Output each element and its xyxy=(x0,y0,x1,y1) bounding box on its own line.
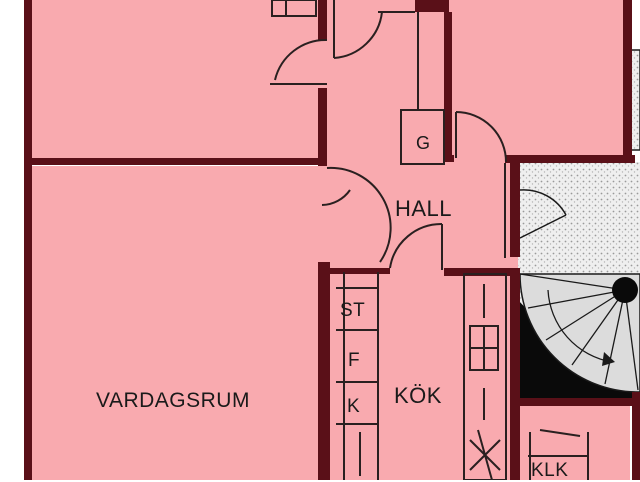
room-right-fill xyxy=(448,0,626,158)
fixture-label-freezer: K xyxy=(347,396,361,417)
counter xyxy=(463,273,507,480)
thin-lines xyxy=(271,0,589,480)
klk-fill xyxy=(520,404,630,480)
garderob-box xyxy=(400,109,445,165)
hall-fill xyxy=(322,0,448,275)
staircase xyxy=(518,49,640,398)
fixture-label-klk: KLK xyxy=(531,460,569,481)
stair-post xyxy=(612,277,638,303)
fixture-label-fridge: F xyxy=(348,350,361,371)
fixture-label-stove: ST xyxy=(340,300,366,321)
doors xyxy=(270,0,507,270)
room-label-hall: HALL xyxy=(395,196,453,221)
bedroom-fill xyxy=(31,0,327,160)
room-fills xyxy=(31,0,630,480)
walls xyxy=(24,0,640,480)
hall-right-fill xyxy=(448,158,518,275)
vardagsrum-fill xyxy=(31,166,322,480)
stair-arrow-icon xyxy=(602,352,615,366)
fixture-label-garderob: G xyxy=(416,133,431,153)
room-label-kok: KÖK xyxy=(394,383,442,408)
room-label-vardagsrum: VARDAGSRUM xyxy=(96,389,250,412)
